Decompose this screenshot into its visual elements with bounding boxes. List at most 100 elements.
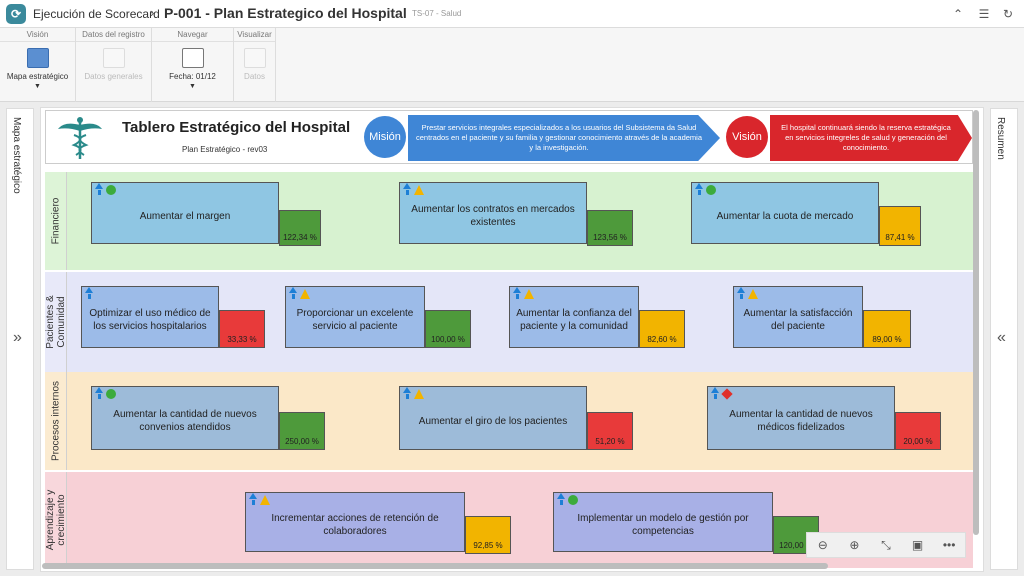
objective-icons [94, 183, 116, 196]
arrow-up-icon [694, 183, 704, 195]
collapse-icon[interactable]: ⌃ [952, 7, 964, 21]
strategic-map-label: Mapa estratégico [6, 72, 69, 81]
objective-text: Proporcionar un excelente servicio al pa… [296, 308, 414, 332]
horizontal-scrollbar[interactable] [42, 563, 828, 569]
date-label: Fecha: 01/12 [169, 72, 216, 81]
objective-card[interactable]: Proporcionar un excelente servicio al pa… [285, 286, 425, 348]
status-triangle-icon [414, 185, 424, 195]
status-circle-icon [568, 495, 578, 505]
status-circle-icon [106, 389, 116, 399]
left-panel-label: Mapa estratégico [11, 117, 22, 194]
objective-card[interactable]: Implementar un modelo de gestión por com… [553, 492, 773, 552]
title-bar: ⟳ Ejecución de Scorecard › P-001 - Plan … [0, 0, 1024, 28]
ribbon-group-title: Visión [0, 30, 75, 42]
objective-card[interactable]: Aumentar la cuota de mercado [691, 182, 879, 244]
general-data-label: Datos generales [84, 72, 143, 81]
objective-card[interactable]: Aumentar el margen [91, 182, 279, 244]
data-icon [243, 48, 266, 68]
arrow-up-icon [94, 183, 104, 195]
objective-value: 92,85 % [465, 516, 511, 554]
perspective-patients: Pacientes & Comunidad Optimizar el uso m… [45, 272, 973, 372]
caret-down-icon: ▼ [34, 83, 41, 90]
objective-value: 89,00 % [863, 310, 911, 348]
objective-value: 250,00 % [279, 412, 325, 450]
board-subtitle: Plan Estratégico - rev03 [182, 145, 268, 154]
objective-icons [556, 493, 578, 506]
objective-card[interactable]: Aumentar la cantidad de nuevos convenios… [91, 386, 279, 450]
objective-icons [512, 287, 534, 300]
objective-text: Aumentar la cuota de mercado [716, 210, 854, 222]
refresh-icon[interactable]: ↻ [1002, 7, 1014, 21]
arrow-up-icon [84, 287, 94, 299]
left-panel-strategic-map[interactable]: Mapa estratégico » [6, 108, 34, 570]
objective-value: 20,00 % [895, 412, 941, 450]
caret-down-icon: ▼ [189, 83, 196, 90]
list-icon[interactable]: ☰ [978, 7, 990, 21]
objective-card[interactable]: Aumentar la satisfacción del paciente [733, 286, 863, 348]
date-button[interactable]: Fecha: 01/12 ▼ [152, 48, 233, 90]
objective-text: Aumentar el margen [139, 210, 231, 222]
ribbon-group-title: Navegar [152, 30, 233, 42]
zoom-in-icon[interactable]: ⊕ [849, 538, 860, 552]
objective-icons [94, 387, 116, 400]
objective-icons [248, 493, 270, 506]
objective-card[interactable]: Aumentar el giro de los pacientes [399, 386, 587, 450]
image-icon[interactable]: ▣ [911, 538, 924, 552]
arrow-up-icon [736, 287, 746, 299]
perspective-label: Pacientes & Comunidad [45, 272, 67, 372]
expand-left-icon[interactable]: « [997, 329, 1006, 346]
expand-right-icon[interactable]: » [13, 329, 22, 346]
status-diamond-icon [721, 388, 733, 400]
calendar-icon [181, 48, 204, 68]
perspective-financial: Financiero Aumentar el margen 122,34 % A… [45, 172, 973, 270]
objective-icons [84, 287, 94, 300]
objective-card[interactable]: Aumentar la cantidad de nuevos médicos f… [707, 386, 895, 450]
general-data-button[interactable]: Datos generales [76, 48, 151, 81]
ribbon-group-title: Visualizar [234, 30, 275, 42]
perspective-label: Aprendizaje y crecimiento [45, 472, 67, 568]
data-button[interactable]: Datos [234, 48, 275, 81]
arrow-up-icon [512, 287, 522, 299]
ribbon-group-navigate: Navegar Fecha: 01/12 ▼ [152, 28, 234, 102]
objective-value: 100,00 % [425, 310, 471, 348]
zoom-toolbar: ⊖ ⊕ ⤡ ▣ ••• [806, 532, 966, 558]
objective-text: Optimizar el uso médico de los servicios… [89, 308, 211, 332]
objective-icons [402, 387, 424, 400]
status-triangle-icon [300, 289, 310, 299]
objective-card[interactable]: Incrementar acciones de retención de col… [245, 492, 465, 552]
map-icon [26, 48, 49, 68]
fit-screen-icon[interactable]: ⤡ [881, 538, 891, 552]
ribbon-toolbar: Visión Mapa estratégico ▼ Datos del regi… [0, 28, 1024, 102]
zoom-out-icon[interactable]: ⊖ [817, 538, 828, 552]
perspective-processes: Procesos internos Aumentar la cantidad d… [45, 372, 973, 470]
vertical-scrollbar[interactable] [973, 110, 979, 535]
objective-icons [710, 387, 733, 400]
objective-text: Aumentar la confianza del paciente y la … [516, 308, 632, 332]
objective-text: Aumentar la satisfacción del paciente [743, 308, 853, 332]
objective-value: 51,20 % [587, 412, 633, 450]
chevron-right-icon: › [150, 5, 155, 20]
arrow-up-icon [402, 183, 412, 195]
document-title: P-001 - Plan Estrategico del Hospital [164, 5, 407, 21]
objective-card[interactable]: Aumentar los contratos en mercados exist… [399, 182, 587, 244]
status-triangle-icon [260, 495, 270, 505]
right-panel-summary[interactable]: Resumen « [990, 108, 1018, 570]
mission-badge: Misión [364, 116, 406, 158]
perspective-label: Financiero [45, 172, 67, 270]
arrow-up-icon [94, 387, 104, 399]
objective-icons [736, 287, 758, 300]
objective-value: 122,34 % [279, 210, 321, 246]
objective-icons [288, 287, 310, 300]
objective-value: 33,33 % [219, 310, 265, 348]
objective-text: Incrementar acciones de retención de col… [271, 513, 439, 537]
vision-badge: Visión [726, 116, 768, 158]
objective-card[interactable]: Optimizar el uso médico de los servicios… [81, 286, 219, 348]
arrow-up-icon [248, 493, 258, 505]
ribbon-group-view: Visualizar Datos [234, 28, 276, 102]
strategic-map-button[interactable]: Mapa estratégico ▼ [0, 48, 75, 90]
status-triangle-icon [414, 389, 424, 399]
more-icon[interactable]: ••• [942, 538, 956, 552]
objective-card[interactable]: Aumentar la confianza del paciente y la … [509, 286, 639, 348]
app-title[interactable]: Ejecución de Scorecard [33, 7, 160, 21]
right-panel-label: Resumen [995, 117, 1006, 160]
